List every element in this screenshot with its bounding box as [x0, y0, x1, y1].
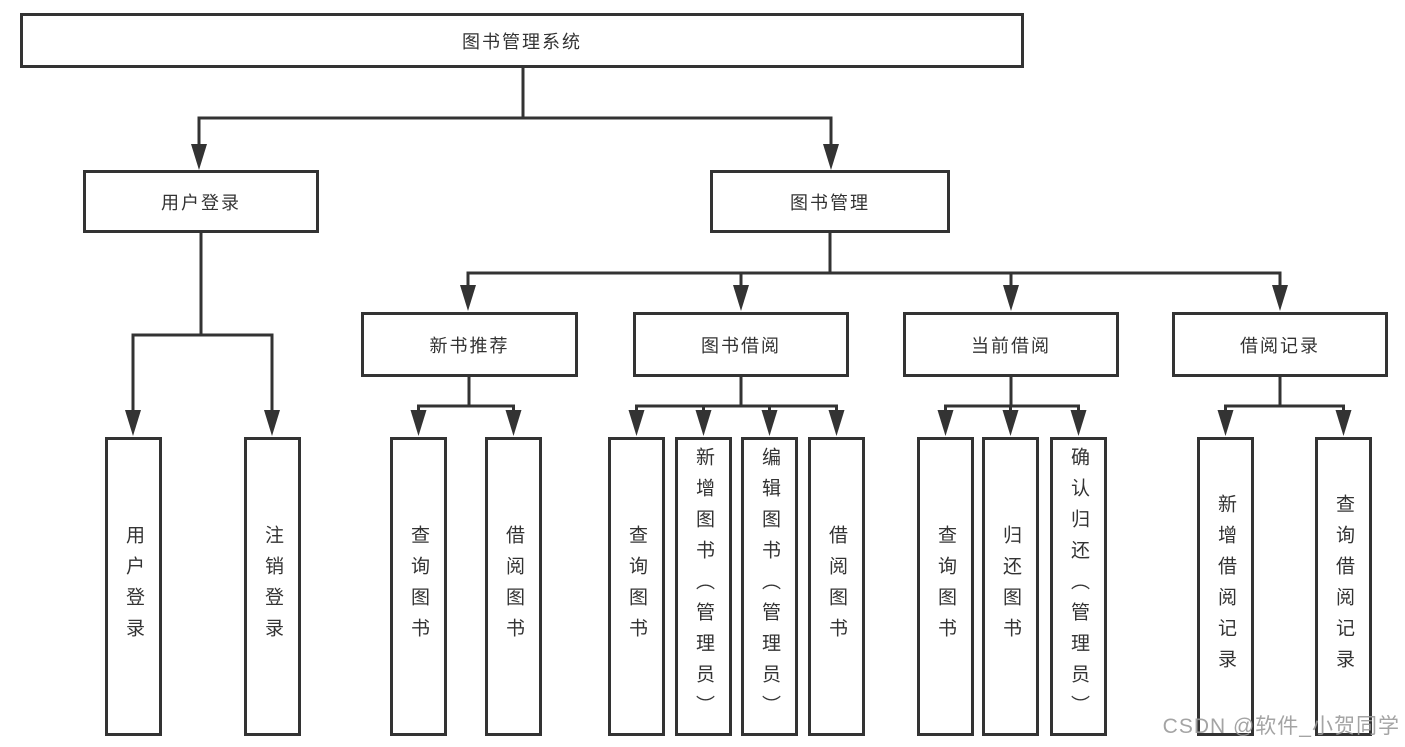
csdn-watermark: CSDN @软件_小贺同学 — [1162, 715, 1400, 738]
leaf-return-book: 归还图书 — [982, 437, 1039, 736]
node-root: 图书管理系统 — [20, 13, 1024, 68]
leaf-edit-book-admin: 编辑图书（管理员） — [741, 437, 798, 736]
leaf-query-borrow-record: 查询借阅记录 — [1315, 437, 1372, 736]
leaf-current-query-book-label: 查询图书 — [935, 524, 956, 649]
leaf-query-borrow-record-label: 查询借阅记录 — [1333, 493, 1354, 680]
node-book-management-label: 图书管理 — [790, 192, 870, 213]
node-user-login: 用户登录 — [83, 170, 319, 233]
leaf-return-book-label: 归还图书 — [1000, 524, 1021, 649]
leaf-recommend-query-book: 查询图书 — [390, 437, 447, 736]
leaf-confirm-return-admin-label: 确认归还（管理员） — [1068, 447, 1089, 726]
leaf-recommend-borrow-book-label: 借阅图书 — [503, 524, 524, 649]
node-user-login-label: 用户登录 — [161, 192, 241, 213]
leaf-recommend-query-book-label: 查询图书 — [408, 524, 429, 649]
leaf-user-login: 用户登录 — [105, 437, 162, 736]
node-borrow-records-label: 借阅记录 — [1240, 335, 1320, 356]
node-book-management: 图书管理 — [710, 170, 950, 233]
leaf-confirm-return-admin: 确认归还（管理员） — [1050, 437, 1107, 736]
leaf-logout-label: 注销登录 — [262, 524, 283, 649]
leaf-user-login-label: 用户登录 — [123, 524, 144, 649]
node-new-book-recommend-label: 新书推荐 — [429, 335, 510, 356]
node-root-label: 图书管理系统 — [462, 31, 582, 52]
node-book-borrow: 图书借阅 — [633, 312, 849, 377]
leaf-add-book-admin-label: 新增图书（管理员） — [693, 447, 714, 726]
node-book-borrow-label: 图书借阅 — [701, 335, 781, 356]
leaf-add-borrow-record: 新增借阅记录 — [1197, 437, 1254, 736]
node-current-borrow: 当前借阅 — [903, 312, 1119, 377]
leaf-borrow-book-label: 借阅图书 — [826, 524, 847, 649]
leaf-current-query-book: 查询图书 — [917, 437, 974, 736]
leaf-add-book-admin: 新增图书（管理员） — [675, 437, 732, 736]
node-new-book-recommend: 新书推荐 — [361, 312, 578, 377]
leaf-borrow-query-book-label: 查询图书 — [626, 524, 647, 649]
leaf-logout: 注销登录 — [244, 437, 301, 736]
leaf-borrow-query-book: 查询图书 — [608, 437, 665, 736]
node-current-borrow-label: 当前借阅 — [971, 335, 1051, 356]
leaf-recommend-borrow-book: 借阅图书 — [485, 437, 542, 736]
leaf-add-borrow-record-label: 新增借阅记录 — [1215, 493, 1236, 680]
leaf-edit-book-admin-label: 编辑图书（管理员） — [759, 447, 780, 726]
leaf-borrow-book: 借阅图书 — [808, 437, 865, 736]
node-borrow-records: 借阅记录 — [1172, 312, 1388, 377]
